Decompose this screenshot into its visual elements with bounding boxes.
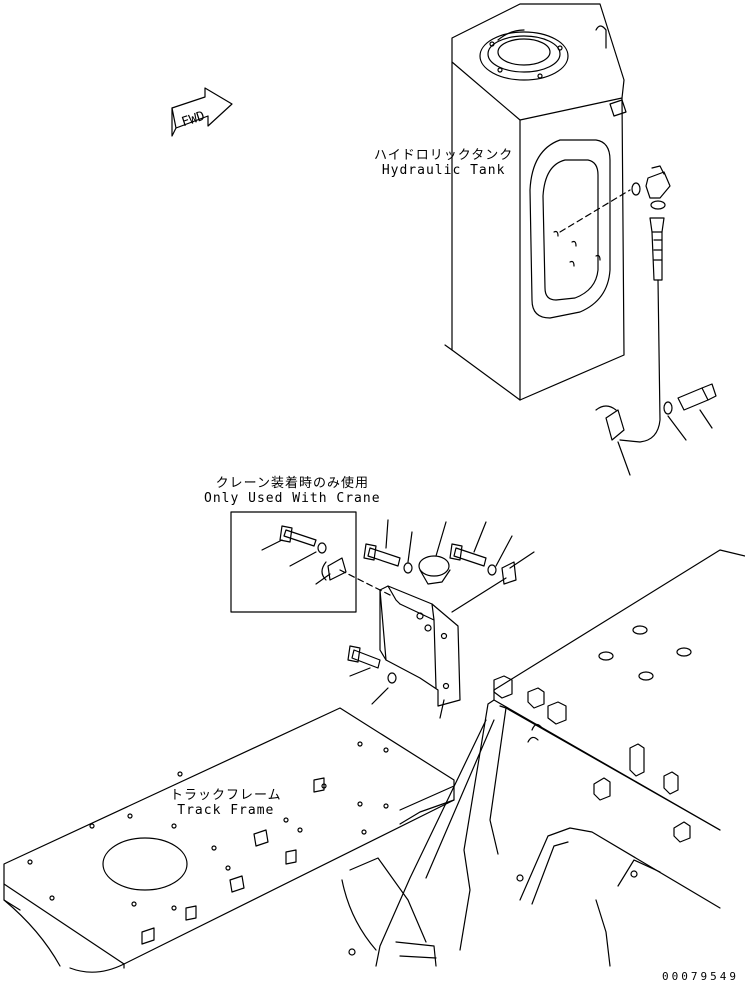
main-frame (342, 550, 745, 966)
fwd-arrow-label: FWD (180, 109, 207, 131)
hydraulic-tank-label: ハイドロリックタンク Hydraulic Tank (374, 148, 513, 178)
track-frame-label-en: Track Frame (177, 803, 275, 818)
track-frame (4, 708, 454, 972)
crane-only-label-en: Only Used With Crane (204, 491, 381, 506)
hydraulic-hose-assembly (560, 166, 716, 475)
crane-only-label-jp: クレーン装着時のみ使用 (215, 476, 369, 491)
drawing-number: 00079549 (662, 970, 739, 983)
bracket-hardware (340, 520, 534, 612)
hydraulic-tank-label-en: Hydraulic Tank (381, 163, 506, 178)
track-frame-label: トラックフレーム Track Frame (170, 788, 282, 818)
crane-only-label: クレーン装着時のみ使用 Only Used With Crane (204, 476, 381, 506)
crane-bracket (348, 586, 460, 718)
track-frame-label-jp: トラックフレーム (170, 788, 282, 803)
fwd-arrow-icon: FWD (172, 88, 232, 136)
crane-only-inset (231, 512, 356, 612)
hydraulic-tank (445, 4, 626, 400)
hydraulic-tank-label-jp: ハイドロリックタンク (374, 148, 514, 163)
